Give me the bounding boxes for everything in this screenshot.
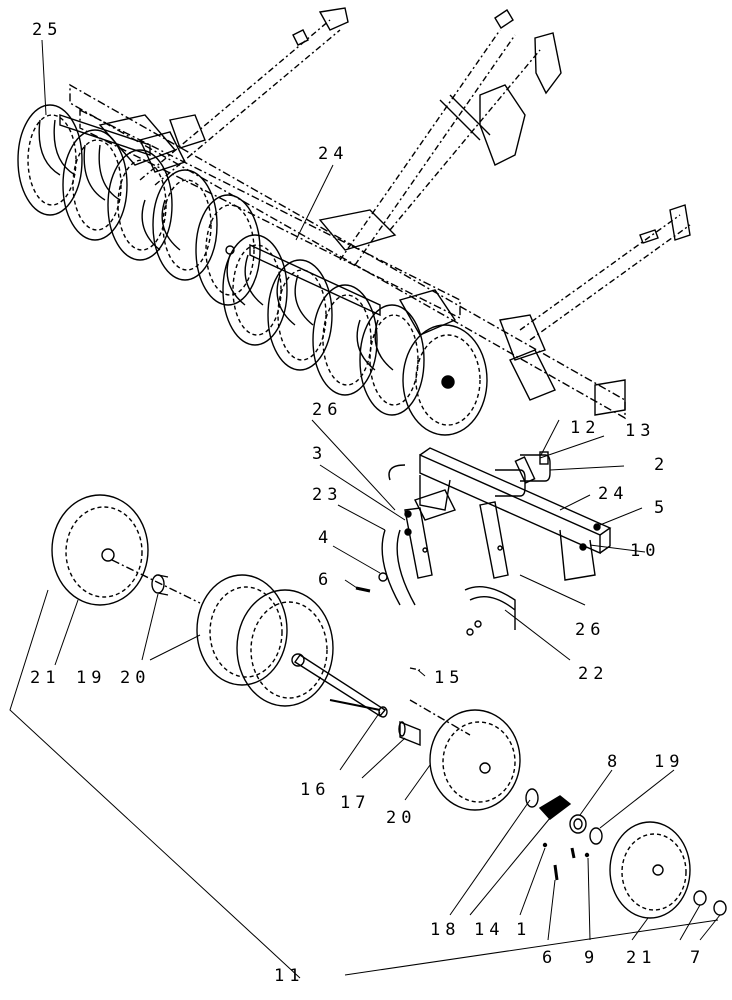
callout-15: 15 bbox=[434, 668, 465, 688]
callout-25: 25 bbox=[32, 20, 63, 40]
lower-disc-gang bbox=[222, 234, 488, 436]
callout-26-top: 26 bbox=[312, 400, 343, 420]
callout-3: 3 bbox=[312, 444, 328, 464]
wheel-center bbox=[429, 709, 521, 811]
callout-9: 9 bbox=[584, 948, 600, 968]
callout-22: 22 bbox=[578, 664, 609, 684]
axle-sleeve bbox=[398, 720, 421, 747]
leader-lines bbox=[9, 39, 721, 979]
callout-10: 10 bbox=[630, 541, 661, 561]
callout-4: 4 bbox=[318, 528, 334, 548]
callout-19-right: 19 bbox=[654, 752, 685, 772]
callout-11: 11 bbox=[274, 966, 305, 986]
callout-5: 5 bbox=[654, 498, 670, 518]
callout-24-mid: 24 bbox=[598, 484, 629, 504]
wheel-right bbox=[609, 821, 727, 919]
callout-20-mid: 20 bbox=[386, 808, 417, 828]
axle-line bbox=[111, 559, 471, 736]
hitch-ends bbox=[292, 7, 691, 244]
callout-17-mid: 17 bbox=[340, 793, 371, 813]
callout-23: 23 bbox=[312, 485, 343, 505]
callout-14: 14 bbox=[474, 920, 505, 940]
axle-shaft bbox=[294, 654, 388, 718]
callout-6-mid: 6 bbox=[318, 570, 334, 590]
callout-18: 18 bbox=[430, 920, 461, 940]
callout-6-bottom: 6 bbox=[542, 948, 558, 968]
callout-12: 12 bbox=[570, 418, 601, 438]
spacer-left bbox=[151, 574, 169, 596]
callout-16: 16 bbox=[300, 780, 331, 800]
disc-scrapers bbox=[38, 114, 394, 371]
callout-2: 2 bbox=[654, 455, 670, 475]
mount-bracket-assembly bbox=[414, 447, 612, 581]
callout-13: 13 bbox=[625, 421, 656, 441]
callout-7: 7 bbox=[690, 948, 706, 968]
arm-brackets bbox=[404, 501, 509, 579]
callout-8: 8 bbox=[607, 752, 623, 772]
callout-1: 1 bbox=[516, 920, 532, 940]
frame-brackets bbox=[98, 114, 626, 416]
hub-parts bbox=[525, 788, 603, 881]
callout-20-left: 20 bbox=[120, 668, 151, 688]
callout-21-right: 21 bbox=[626, 948, 657, 968]
callout-24-top: 24 bbox=[318, 144, 349, 164]
double-wheel bbox=[196, 574, 334, 707]
hardware-pieces bbox=[355, 510, 601, 636]
small-scraper-assemblies bbox=[381, 464, 516, 630]
callout-19-left: 19 bbox=[76, 668, 107, 688]
callout-26-bottom: 26 bbox=[575, 620, 606, 640]
u-bolts bbox=[495, 451, 551, 497]
wheel-left bbox=[51, 494, 149, 606]
callout-21-left: 21 bbox=[30, 668, 61, 688]
main-frame-beams bbox=[69, 19, 691, 420]
